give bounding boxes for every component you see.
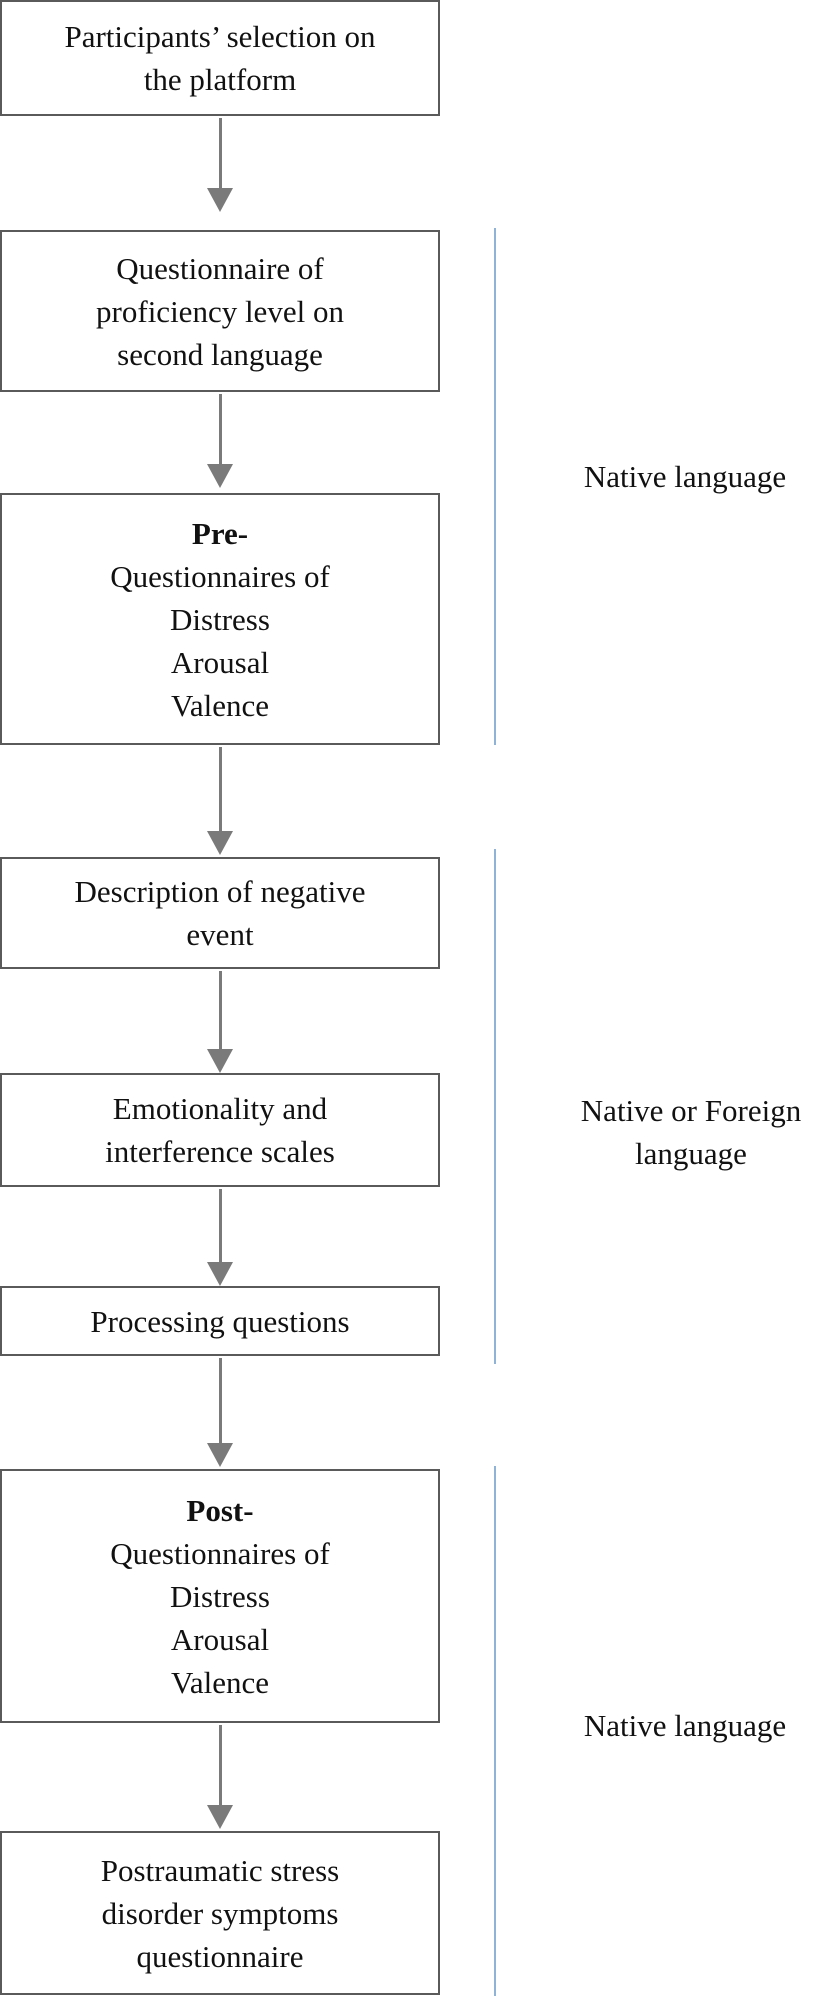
step-text: Emotionality and [112, 1091, 328, 1126]
step-title: Pre- [191, 515, 249, 551]
step-text: Description of negative [74, 874, 366, 909]
step-text: Questionnaire of [116, 250, 324, 286]
step-text: Arousal [170, 1621, 270, 1657]
step-negative-event-description: Description of negative event [0, 857, 440, 969]
step-text: Valence [170, 1664, 270, 1700]
step-proficiency-questionnaire: Questionnaire of proficiency level on se… [0, 230, 440, 392]
step-ptsd-questionnaire: Postraumatic stress disorder symptoms qu… [0, 1831, 440, 1995]
step-text: Participants’ selection on [64, 19, 376, 54]
step-text: event [186, 917, 254, 952]
step-emotionality-scales: Emotionality and interference scales [0, 1073, 440, 1187]
phase-label-native-or-foreign-language: Native or Foreign language [548, 1089, 834, 1175]
phase-label-line: Native or Foreign [580, 1093, 802, 1128]
phase-divider-native-1 [494, 228, 496, 745]
step-processing-questions: Processing questions [0, 1286, 440, 1356]
phase-divider-native-2 [494, 1466, 496, 1996]
step-text: Distress [170, 1578, 270, 1614]
step-text: Questionnaires of [110, 1535, 330, 1571]
step-text: disorder symptoms [101, 1895, 339, 1931]
step-text: Arousal [170, 644, 270, 680]
phase-label-line: language [635, 1136, 747, 1171]
phase-label-native-language-1: Native language [583, 459, 787, 494]
step-pre-questionnaires: Pre- Questionnaires of Distress Arousal … [0, 493, 440, 745]
step-text: Postraumatic stress [100, 1852, 340, 1888]
step-text: Processing questions [90, 1303, 350, 1339]
step-post-questionnaires: Post- Questionnaires of Distress Arousal… [0, 1469, 440, 1723]
step-text: Valence [170, 687, 270, 723]
phase-label-native-language-2: Native language [583, 1708, 787, 1743]
step-text: Questionnaires of [110, 558, 330, 594]
step-text: Distress [170, 601, 270, 637]
step-text: second language [117, 336, 323, 372]
step-text: questionnaire [136, 1938, 304, 1974]
step-participants-selection: Participants’ selection on the platform [0, 0, 440, 116]
phase-divider-native-or-foreign [494, 849, 496, 1364]
step-text: proficiency level on [96, 293, 344, 329]
step-text: interference scales [105, 1134, 335, 1169]
step-text: the platform [143, 62, 297, 97]
step-title: Post- [186, 1492, 254, 1528]
